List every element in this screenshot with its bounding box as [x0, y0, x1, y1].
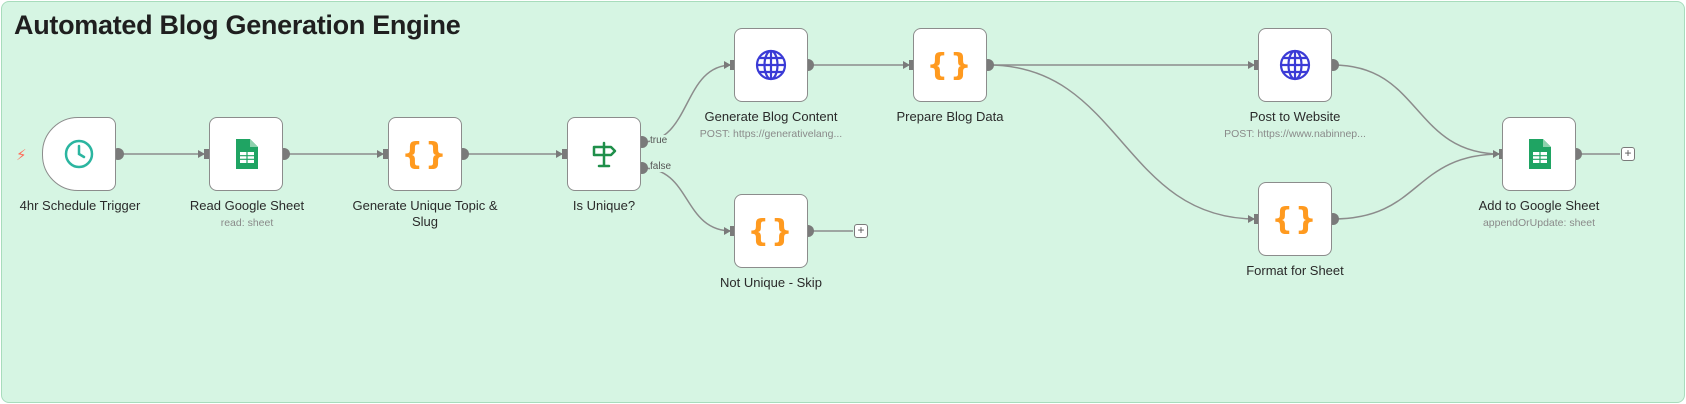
input-handle: [730, 60, 735, 70]
input-handle: [909, 60, 914, 70]
branch-label-false: false: [650, 161, 672, 172]
arrowhead: [724, 61, 731, 69]
google-sheets-icon: [1529, 139, 1551, 169]
arrowhead: [377, 150, 384, 158]
arrowhead: [903, 61, 910, 69]
input-handle: [562, 149, 567, 159]
node-label: Not Unique - Skip: [720, 275, 822, 290]
node-subtitle: read: sheet: [220, 217, 274, 229]
edge-post-to-add: [1332, 64, 1502, 155]
code-braces-icon: {}: [747, 213, 795, 249]
code-braces-icon: {}: [926, 47, 974, 83]
edge-prepare-to-format: [987, 64, 1257, 220]
code-braces-icon: {}: [1271, 201, 1319, 237]
node-label: 4hr Schedule Trigger: [19, 198, 141, 213]
google-sheets-icon: [236, 139, 258, 169]
globe-icon: [1279, 49, 1311, 81]
code-braces-icon: {}: [401, 136, 449, 172]
arrowhead: [1248, 215, 1255, 223]
input-handle: [1254, 60, 1259, 70]
arrowhead: [556, 150, 563, 158]
node-format-for-sheet[interactable]: {}: [1258, 182, 1332, 256]
node-label: Format for Sheet: [1246, 263, 1344, 278]
edge-format-to-add: [1332, 153, 1502, 220]
node-label: Post to Website: [1249, 109, 1341, 124]
node-subtitle: appendOrUpdate: sheet: [1482, 217, 1596, 229]
add-node-plus-icon[interactable]: +: [1621, 147, 1635, 161]
input-handle: [204, 149, 209, 159]
node-post-to-website[interactable]: [1258, 28, 1332, 102]
signpost-icon: [592, 141, 617, 168]
arrowhead: [198, 150, 205, 158]
globe-icon: [755, 49, 787, 81]
clock-icon: [64, 139, 94, 169]
node-label: Generate Blog Content: [704, 109, 838, 124]
arrowhead: [1493, 150, 1500, 158]
node-subtitle: POST: https://generativelang...: [699, 128, 843, 140]
node-generate-blog-content[interactable]: [734, 28, 808, 102]
node-generate-unique-topic[interactable]: {}: [388, 117, 462, 191]
branch-label-true: true: [650, 135, 668, 146]
add-node-plus-icon[interactable]: +: [854, 224, 868, 238]
node-label: Prepare Blog Data: [896, 109, 1004, 124]
input-handle: [1499, 149, 1504, 159]
node-read-google-sheet[interactable]: [209, 117, 283, 191]
node-label: Add to Google Sheet: [1478, 198, 1600, 213]
node-subtitle: POST: https://www.nabinnep...: [1224, 128, 1366, 140]
node-not-unique-skip[interactable]: {}: [734, 194, 808, 268]
arrowhead: [724, 227, 731, 235]
node-label: Is Unique?: [572, 198, 636, 213]
arrowhead: [1248, 61, 1255, 69]
input-handle: [1254, 214, 1259, 224]
node-add-to-google-sheet[interactable]: [1502, 117, 1576, 191]
input-handle: [730, 226, 735, 236]
input-handle: [383, 149, 388, 159]
node-label: Read Google Sheet: [189, 198, 305, 213]
node-is-unique[interactable]: [567, 117, 641, 191]
trigger-bolt-icon: ⚡: [16, 147, 27, 164]
node-label: Generate Unique Topic & Slug: [352, 198, 498, 229]
node-schedule-trigger[interactable]: [42, 117, 116, 191]
node-prepare-blog-data[interactable]: {}: [913, 28, 987, 102]
workflow-title: Automated Blog Generation Engine: [14, 10, 461, 40]
